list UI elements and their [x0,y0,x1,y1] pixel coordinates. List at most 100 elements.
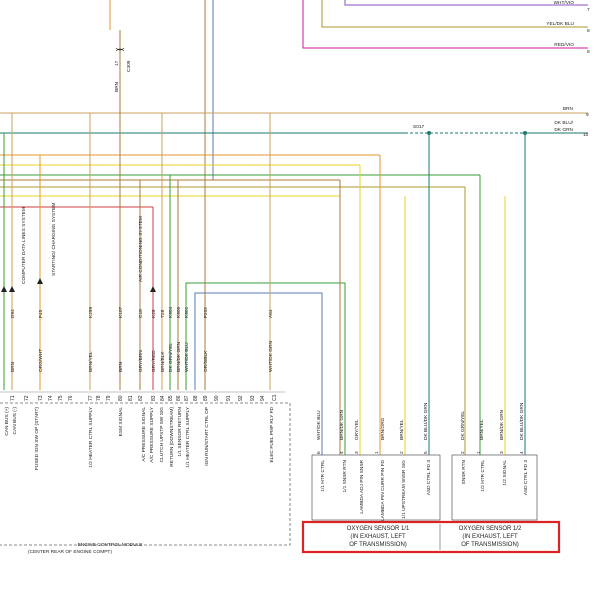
pin-function: ASD CTRL FD 3 [523,460,529,496]
system-refs: COMPUTER DATA LINES SYSTEM STARTING/ CHA… [1,203,156,292]
label-yel-dkblu: YEL/DK BLU [546,21,574,27]
wire-color: BRN/DK GRN [339,409,345,440]
label-dkblu-2: DK GRN [554,127,573,133]
wire-color: DK BLU/DK GRN [519,402,525,440]
circuit-code: D94 [10,309,16,318]
pin-function: 1/1 HEATER CTRL SUPPLY [185,406,191,467]
ref-computer-data: COMPUTER DATA LINES SYSTEM [21,207,27,284]
o2s12-wire-colors: DK GRN/YEL BRN/YEL BRN/DK GRN DK BLU/DK … [460,402,525,440]
wire-color: BRN/YEL [399,419,405,440]
circuit-code: F45 [38,309,44,318]
circuit-code: K906 [176,306,182,318]
title-line-1: OXYGEN SENSOR 1/2 [459,526,522,532]
pin-number: 79 [106,395,112,401]
o2s12-pins: 2 1 3 4 [460,451,525,454]
circuit-code: T28 [160,309,166,318]
ref-ac: AIR CONDITIONING SYSTEM [138,216,144,282]
wire-color: BRN/DK GRN [499,409,505,440]
ecm-wire-colors: BRN ORG/WHT BRN/YEL BRN GRY/BRN GRY/RED … [10,341,274,372]
pin-number: C1 [272,394,278,401]
pin-number: 90 [214,395,220,401]
pin-function: 1/2 HEATER CTRL SUPPLY [88,406,94,467]
o2s12-title: OXYGEN SENSOR 1/2 (IN EXHAUST, LEFT OF T… [459,526,522,548]
ecm-connector [0,391,291,546]
circuit-codes: D94 F45 K299 K107 C18 K29 T28 K904 K906 … [10,306,274,318]
sensor-wires [339,133,526,455]
wire-color: WHT/DK GRN [268,341,274,372]
bus-wires [0,112,588,208]
pin-number: 75 [58,395,64,401]
label-dkblu-1: DK BLU/ [554,120,573,126]
circuit-code: A64 [268,309,274,318]
pin-number: 87 [184,395,190,401]
pin-number: 84 [160,395,166,401]
pin-number: 81 [128,395,134,401]
pin-number: 85 [168,395,174,401]
pin-function: CAN BUS (+) [4,407,10,436]
pin-function: ASD CTRL FD 3 [426,460,432,496]
wire-color: BRN/BLK [160,351,166,372]
pin-number: 2 [460,451,466,454]
ecm-pin-functions: CAN BUS (+) CAN BUS (-) FUSED IGN SW OP … [4,406,275,470]
pin-number: 3 [354,451,360,454]
pin-function: 1/2 HTR CTRL [480,460,486,492]
wire-color: BRN/DK GRN [176,341,182,372]
o2-sensor-12-connector: 2 1 3 4 DK GRN/YEL BRN/YEL BRN/DK GRN DK… [451,402,538,521]
wire-color: BRN/ORG [380,417,386,440]
pin-function: A/C PRESSURE SUPPLY [149,406,155,462]
label-wht-vio: WHT/VIO [553,0,574,6]
pin-number: 82 [138,395,144,401]
pin-number: 89 [203,395,209,401]
num-dkblu: 10 [583,132,589,138]
circuit-code: C18 [138,309,144,318]
wire-wht-vio [344,0,588,6]
pin-number: 80 [118,395,124,401]
circuit-code: K299 [88,306,94,318]
wire-color: GRY/YEL [354,419,360,440]
num-yel-dkblu: 8 [587,28,590,34]
pin-number: 4 [519,451,525,454]
wire-red-vio [302,0,588,49]
wire-color: DK GRN/YEL [168,343,174,372]
pin-function: 1/2 SIGNAL [502,460,508,486]
pin-function: RETURN (DOWNSTREAM) [169,407,175,467]
pin-number: 92 [238,395,244,401]
title-line-3: OF TRANSMISSION) [349,542,407,548]
pin-function: LAMBDA ADJ PIN SNSR [359,459,365,513]
c309-name: C309 [126,60,132,72]
pin-function: SNSR RTN [461,459,467,484]
o2s11-title: OXYGEN SENSOR 1/1 (IN EXHAUST, LEFT OF T… [347,526,410,548]
ecm-title: ENGINE CONTROL MODULE [78,542,143,548]
pin-number: 76 [68,395,74,401]
pin-function: CAN BUS (-) [12,407,18,435]
pin-number: 72 [24,395,30,401]
o2s11-pins: 6 4 3 1 2 5 [316,451,429,454]
pin-number: 71 [10,395,16,401]
ref-starting: STARTING/ CHARGING SYSTEM [51,203,57,276]
ecm-subtitle: (CENTER REAR OF ENGINE COMPT) [28,549,112,555]
pin-number: 2 [399,451,405,454]
wire-color: WHT/DK BLU [316,410,322,440]
label-red-vio: RED/VIO [554,42,574,48]
o2-sensor-11-connector: 6 4 3 1 2 5 WHT/DK BLU BRN/DK GRN GRY/YE… [311,402,441,521]
pin-function: 1/1 SENSOR RETURN [177,406,183,456]
circuit-code: K29 [151,309,157,318]
pin-number: 4 [339,451,345,454]
o2s11-functions: 1/1 HTR CTRL 1/1 SNSR RTN LAMBDA ADJ PIN… [320,459,432,521]
top-wires [109,0,588,180]
pin-function: 1/1 SNSR RTN [342,459,348,492]
wire-color: BRN/YEL [479,419,485,440]
pin-number: 5 [423,451,429,454]
pin-number: 1 [476,451,482,454]
pin-number: 86 [176,395,182,401]
pin-number: 78 [96,395,102,401]
wire-color: GRY/BRN [138,350,144,372]
pin-function: ESM SIGNAL [118,407,124,437]
c309-color: BRN [114,81,120,92]
pin-function: LAMBDA PIN CURR PIN FD [380,459,386,521]
ecm-pin-numbers: 71 72 73 74 75 76 77 78 79 80 81 82 83 8… [10,394,278,401]
pin-number: 1 [374,451,380,454]
pin-function: FUSED IGN SW OP (START) [34,407,40,471]
pin-number: 77 [88,395,94,401]
c309-pin: 17 [114,60,120,66]
